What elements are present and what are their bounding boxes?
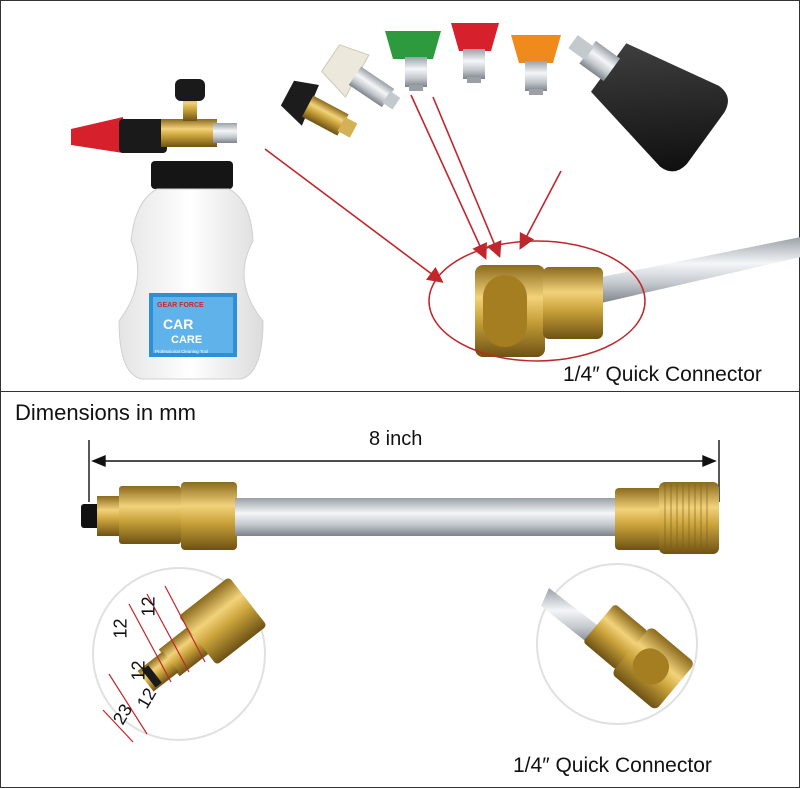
outlet-detail-circle	[536, 563, 698, 725]
quick-connector-closeup	[428, 237, 800, 362]
foam-cannon: GEAR FORCE CAR CARE Professional Cleanin…	[71, 79, 264, 380]
nozzle-tip-green	[385, 31, 441, 91]
contents-illustration: GEAR FORCE CAR CARE Professional Cleanin…	[71, 23, 800, 380]
nozzle-tip-white	[321, 44, 401, 110]
inlet-detail-circle	[92, 567, 266, 743]
nozzle-tip-red	[451, 23, 499, 83]
dim-label-c: 12	[128, 660, 149, 681]
product-contents-panel: GEAR FORCE CAR CARE Professional Cleanin…	[0, 0, 800, 392]
fit-arrows	[264, 94, 562, 283]
bottle-brand-text: GEAR FORCE	[157, 302, 204, 309]
nozzle-tip-black	[280, 80, 358, 138]
extension-wand	[81, 482, 719, 554]
connector-highlight-ring	[428, 240, 646, 362]
turbo-nozzle	[568, 35, 728, 172]
bottle-label-line2: CARE	[171, 334, 202, 346]
bottle-label-line1: CAR	[163, 316, 193, 332]
dimensions-illustration	[81, 440, 720, 743]
bottle-label-tagline: Professional Cleaning Tool	[155, 349, 208, 354]
dimensions-title: Dimensions in mm	[15, 400, 196, 425]
dim-label-b: 12	[138, 596, 159, 617]
dim-label-a: 12	[110, 618, 131, 639]
nozzle-tip-orange	[511, 35, 561, 95]
bottom-connector-caption: 1/4″ Quick Connector	[513, 754, 712, 777]
length-label: 8 inch	[369, 428, 423, 450]
top-connector-caption: 1/4″ Quick Connector	[563, 363, 762, 386]
dimensions-panel: Dimensions in mm	[0, 391, 800, 788]
